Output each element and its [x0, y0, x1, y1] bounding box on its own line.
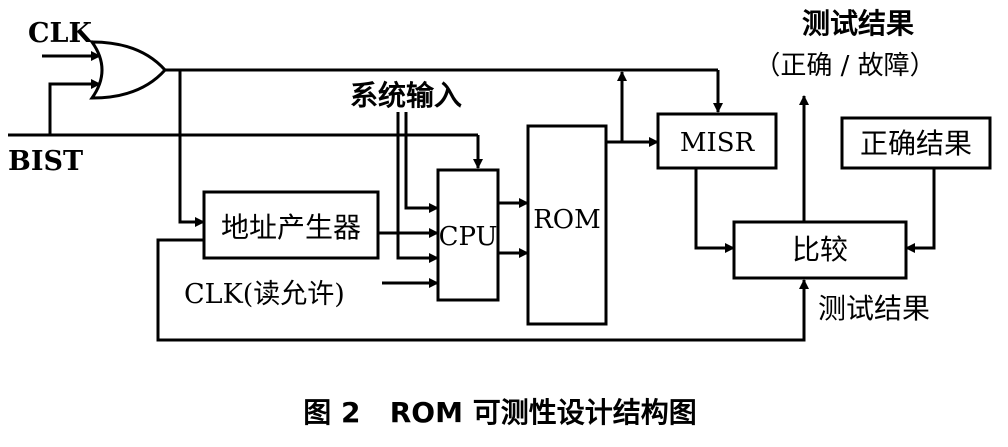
cpu-block: CPU: [436, 168, 500, 302]
test-result-bottom-label: 测试结果: [818, 292, 930, 325]
or-gate: [89, 40, 168, 100]
compare-block: 比较: [732, 220, 908, 280]
figure-caption: 图 2 ROM 可测性设计结构图: [303, 396, 696, 429]
bist-input-label: BIST: [8, 146, 83, 177]
bottom-feedback-wire: [156, 238, 809, 342]
misr-label: MISR: [680, 128, 756, 158]
gate-to-address-gen-wire: [178, 70, 205, 227]
misr-block: MISR: [656, 112, 778, 170]
rom-label: ROM: [533, 205, 601, 235]
bist-to-gate-wire: [48, 79, 101, 135]
system-input-wire-2: [404, 112, 439, 213]
misr-to-compare-wire: [694, 168, 735, 253]
rom-block: ROM: [526, 124, 608, 326]
compare-label: 比较: [792, 233, 848, 266]
clk-input-label: CLK: [28, 18, 93, 49]
cpu-label: CPU: [439, 222, 498, 252]
system-input-wire-1: [396, 112, 439, 263]
test-result-top-status: （正确 / 故障）: [754, 51, 935, 81]
correct-result-to-compare-wire: [905, 168, 936, 253]
address-generator-block: 地址产生器: [202, 190, 380, 260]
correct-result-block: 正确结果: [840, 116, 992, 170]
clk-read-enable-label: CLK(读允许): [184, 279, 345, 310]
address-generator-label: 地址产生器: [221, 211, 361, 244]
test-result-top-label: 测试结果: [802, 7, 914, 40]
correct-result-label: 正确结果: [860, 127, 972, 160]
system-input-label: 系统输入: [350, 79, 462, 112]
